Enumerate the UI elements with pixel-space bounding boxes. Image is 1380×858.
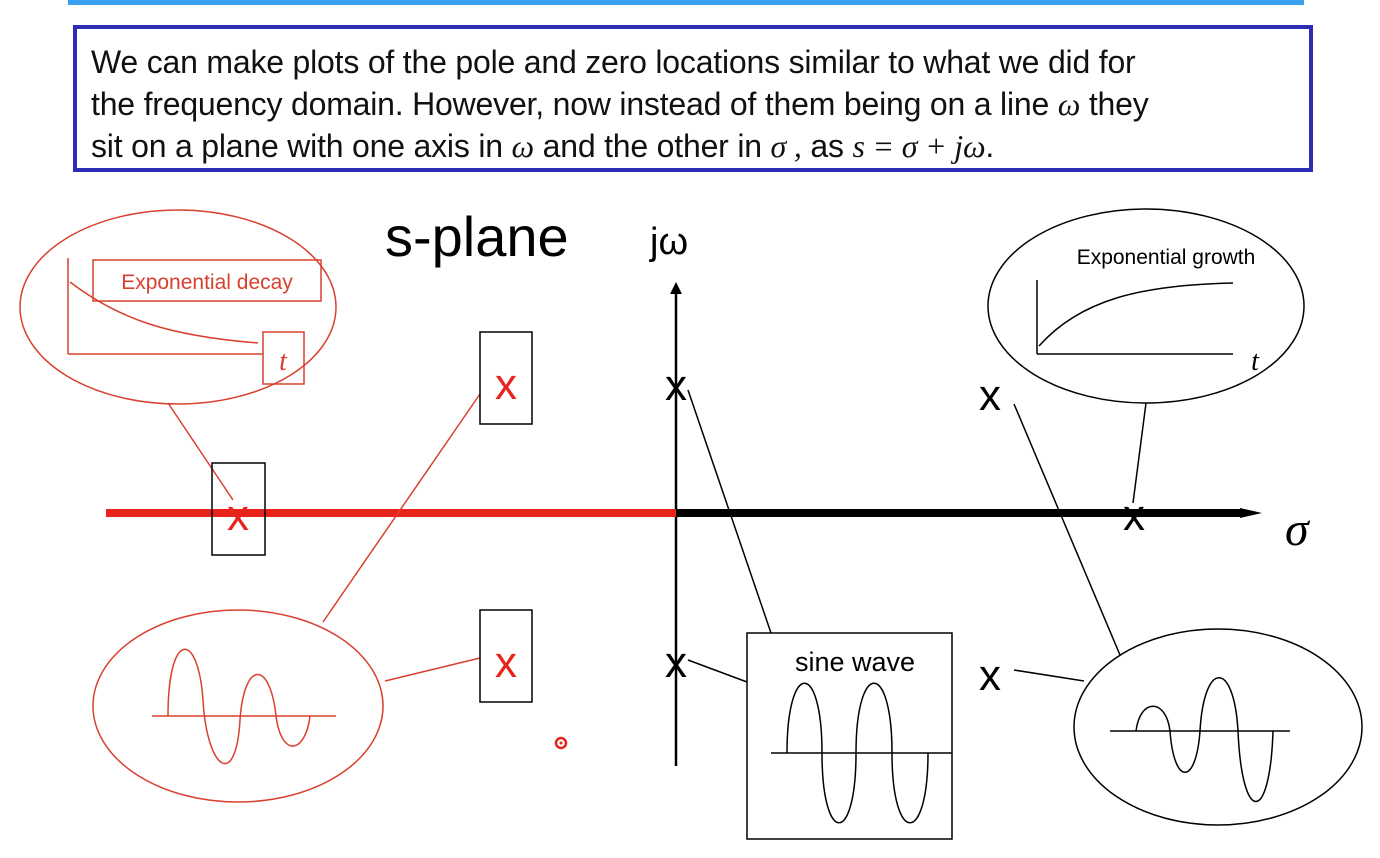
decay-pole-box	[211, 462, 266, 556]
intro-text-box: We can make plots of the pole and zero l…	[73, 25, 1313, 172]
decay-label: Exponential decay	[121, 271, 293, 294]
pole-imag-lower: x	[665, 638, 687, 687]
decay-curve	[69, 281, 259, 344]
growth-label: Exponential growth	[1077, 246, 1256, 269]
growing-leader-lower	[1013, 669, 1085, 682]
sigma-axis-arrowhead	[1240, 508, 1262, 518]
pole-right-real: x	[1123, 491, 1145, 540]
growth-curve	[1038, 282, 1234, 347]
intro-omega-symbol: ω	[1057, 86, 1081, 122]
top-accent-bar	[68, 0, 1304, 5]
intro-line-2-end: they	[1080, 86, 1149, 122]
damped-oscillation-curve	[167, 648, 311, 765]
sine-callout-box	[746, 632, 953, 840]
cursor-dot-center	[559, 741, 563, 745]
cursor-dot	[554, 736, 568, 750]
s-plane-title: s-plane	[385, 205, 569, 268]
intro-line-3-end: .	[985, 128, 995, 164]
intro-line-3: sit on a plane with one axis in ω and th…	[91, 125, 1309, 167]
growing-leader-upper	[1013, 403, 1121, 656]
pole-left-real: x	[227, 491, 249, 540]
jw-axis-arrowhead	[670, 282, 682, 294]
intro-line-2-text: the frequency domain. However, now inste…	[91, 86, 1058, 122]
pole-rhp-upper: x	[979, 371, 1001, 420]
jw-axis-label: jω	[649, 221, 688, 263]
lhp-pole-upper-box	[479, 331, 533, 425]
intro-line-3-as: as	[801, 128, 853, 164]
decay-label-box	[92, 259, 322, 302]
lhp-pole-lower-box	[479, 609, 533, 703]
sine-wave-curve	[786, 682, 929, 824]
damped-callout-bubble	[92, 609, 384, 803]
damped-leader-lower	[384, 657, 481, 682]
decay-callout-bubble	[19, 209, 337, 405]
sine-leader-upper	[687, 389, 772, 634]
intro-line-3-text: sit on a plane with one axis in	[91, 128, 512, 164]
decay-t-box	[262, 331, 305, 385]
intro-sigma-symbol: σ ,	[770, 128, 802, 164]
pole-lhp-upper: x	[495, 360, 517, 409]
pole-lhp-lower: x	[495, 638, 517, 687]
growing-callout-bubble	[1073, 628, 1363, 826]
intro-line-1: We can make plots of the pole and zero l…	[91, 41, 1309, 83]
growth-t-label: t	[1251, 346, 1260, 377]
decay-t-label: t	[279, 346, 288, 377]
pole-rhp-lower: x	[979, 651, 1001, 700]
sine-leader-lower	[687, 659, 748, 683]
damped-leader-upper	[322, 393, 481, 623]
intro-s-equation: s = σ + jω	[852, 128, 986, 164]
sigma-axis-label: σ	[1285, 503, 1311, 556]
intro-line-1-text: We can make plots of the pole and zero l…	[91, 44, 1136, 80]
sine-label: sine wave	[795, 647, 915, 677]
intro-line-2: the frequency domain. However, now inste…	[91, 83, 1309, 125]
decay-leader-line	[167, 402, 234, 501]
pole-imag-upper: x	[665, 361, 687, 410]
intro-line-3-mid: and the other in	[533, 128, 771, 164]
growing-oscillation-curve	[1135, 677, 1274, 802]
growth-leader-line	[1132, 402, 1147, 504]
intro-omega-symbol-2: ω	[511, 128, 535, 164]
